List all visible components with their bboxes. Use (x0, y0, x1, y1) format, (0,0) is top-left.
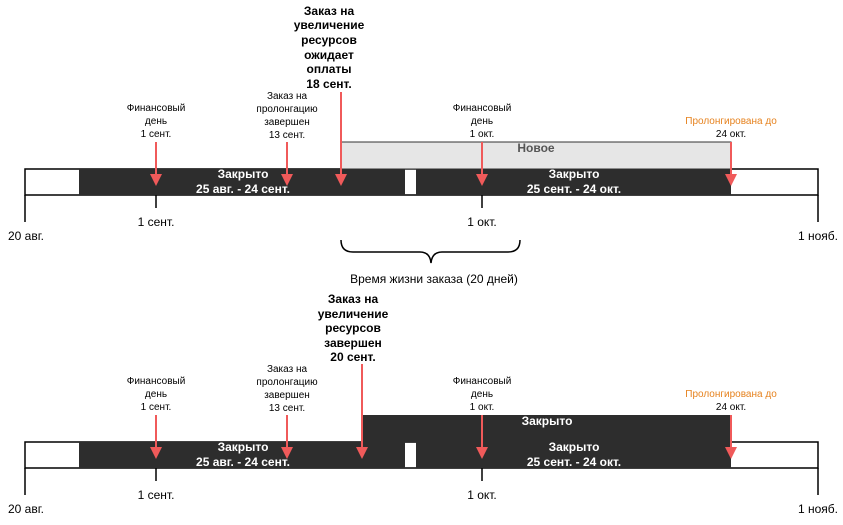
bar2-title: Закрыто (549, 440, 600, 454)
svg-text:13 сент.: 13 сент. (269, 130, 305, 141)
svg-text:Заказ на: Заказ на (267, 364, 308, 375)
axis-label-oct: 1 окт. (467, 488, 497, 502)
svg-text:завершен: завершен (264, 117, 310, 128)
svg-text:Заказ на: Заказ на (304, 4, 355, 18)
svg-text:ожидает: ожидает (304, 48, 354, 62)
closed-period-bar-1 (79, 169, 405, 195)
bar1-range: 25 авг. - 24 сент. (196, 455, 290, 469)
upgraded-period-bar (362, 415, 731, 442)
svg-text:18 сент.: 18 сент. (306, 77, 351, 91)
svg-text:ресурсов: ресурсов (301, 33, 357, 47)
bottom-diagram: Закрыто Закрыто 25 авг. - 24 сент. Закры… (8, 292, 838, 516)
svg-text:Финансовый: Финансовый (127, 376, 186, 387)
svg-text:1 сент.: 1 сент. (141, 129, 172, 140)
bar2-title: Закрыто (549, 167, 600, 181)
axis-label-start: 20 авг. (8, 229, 44, 243)
curly-brace (340, 239, 521, 264)
svg-text:увеличение: увеличение (318, 307, 389, 321)
svg-text:день: день (145, 389, 167, 400)
prolonged-to-label: Пролонгирована до 24 окт. (685, 116, 777, 140)
svg-text:день: день (471, 116, 493, 127)
fin-day-oct-label: Финансовый день 1 окт. (453, 103, 512, 140)
svg-text:пролонгацию: пролонгацию (256, 377, 318, 388)
prolong-order-label: Заказ на пролонгацию завершен 13 сент. (256, 364, 318, 414)
svg-text:24 окт.: 24 окт. (716, 129, 746, 140)
bar1-title: Закрыто (218, 440, 269, 454)
svg-text:Финансовый: Финансовый (453, 376, 512, 387)
svg-text:24 окт.: 24 окт. (716, 402, 746, 413)
fin-day-sep-label: Финансовый день 1 сент. (127, 376, 186, 413)
upgrade-order-label: Заказ на увеличение ресурсов ожидает опл… (294, 4, 365, 91)
bar1-title: Закрыто (218, 167, 269, 181)
closed-period-bar-2 (416, 442, 731, 468)
svg-text:Финансовый: Финансовый (453, 103, 512, 114)
new-bar-label: Новое (517, 141, 555, 155)
order-lifetime-brace: Время жизни заказа (20 дней) (340, 239, 521, 286)
svg-text:Заказ на: Заказ на (267, 91, 308, 102)
prolonged-to-label: Пролонгирована до 24 окт. (685, 389, 777, 413)
top-diagram: Новое Закрыто 25 авг. - 24 сент. Закрыто… (8, 4, 838, 243)
axis-label-start: 20 авг. (8, 502, 44, 516)
svg-text:день: день (145, 116, 167, 127)
closed-period-bar-2 (416, 169, 731, 195)
fin-day-oct-label: Финансовый день 1 окт. (453, 376, 512, 413)
svg-text:20 сент.: 20 сент. (330, 350, 375, 364)
svg-text:Пролонгирована до: Пролонгирована до (685, 389, 777, 400)
svg-text:увеличение: увеличение (294, 18, 365, 32)
svg-text:день: день (471, 389, 493, 400)
fin-day-sep-label: Финансовый день 1 сент. (127, 103, 186, 140)
upgrade-order-label: Заказ на увеличение ресурсов завершен 20… (318, 292, 389, 364)
prolong-order-label: Заказ на пролонгацию завершен 13 сент. (256, 91, 318, 141)
axis-label-oct: 1 окт. (467, 215, 497, 229)
new-period-bar (340, 141, 732, 170)
svg-text:1 сент.: 1 сент. (141, 402, 172, 413)
svg-text:оплаты: оплаты (307, 62, 352, 76)
bar2-range: 25 сент. - 24 окт. (527, 182, 621, 196)
order-lifetime-label: Время жизни заказа (20 дней) (350, 272, 518, 286)
svg-text:Пролонгирована до: Пролонгирована до (685, 116, 777, 127)
closed-period-bar-1 (79, 442, 405, 468)
svg-text:завершен: завершен (324, 336, 382, 350)
svg-text:Заказ на: Заказ на (328, 292, 379, 306)
axis-label-sep: 1 сент. (138, 488, 175, 502)
svg-text:1 окт.: 1 окт. (470, 402, 495, 413)
svg-text:ресурсов: ресурсов (325, 321, 381, 335)
svg-text:13 сент.: 13 сент. (269, 403, 305, 414)
svg-text:завершен: завершен (264, 390, 310, 401)
bar1-range: 25 авг. - 24 сент. (196, 182, 290, 196)
axis-label-end: 1 нояб. (798, 229, 838, 243)
svg-text:пролонгацию: пролонгацию (256, 104, 318, 115)
upgraded-bar-label: Закрыто (522, 414, 573, 428)
bar2-range: 25 сент. - 24 окт. (527, 455, 621, 469)
axis-label-end: 1 нояб. (798, 502, 838, 516)
svg-text:Финансовый: Финансовый (127, 103, 186, 114)
axis-label-sep: 1 сент. (138, 215, 175, 229)
svg-text:1 окт.: 1 окт. (470, 129, 495, 140)
